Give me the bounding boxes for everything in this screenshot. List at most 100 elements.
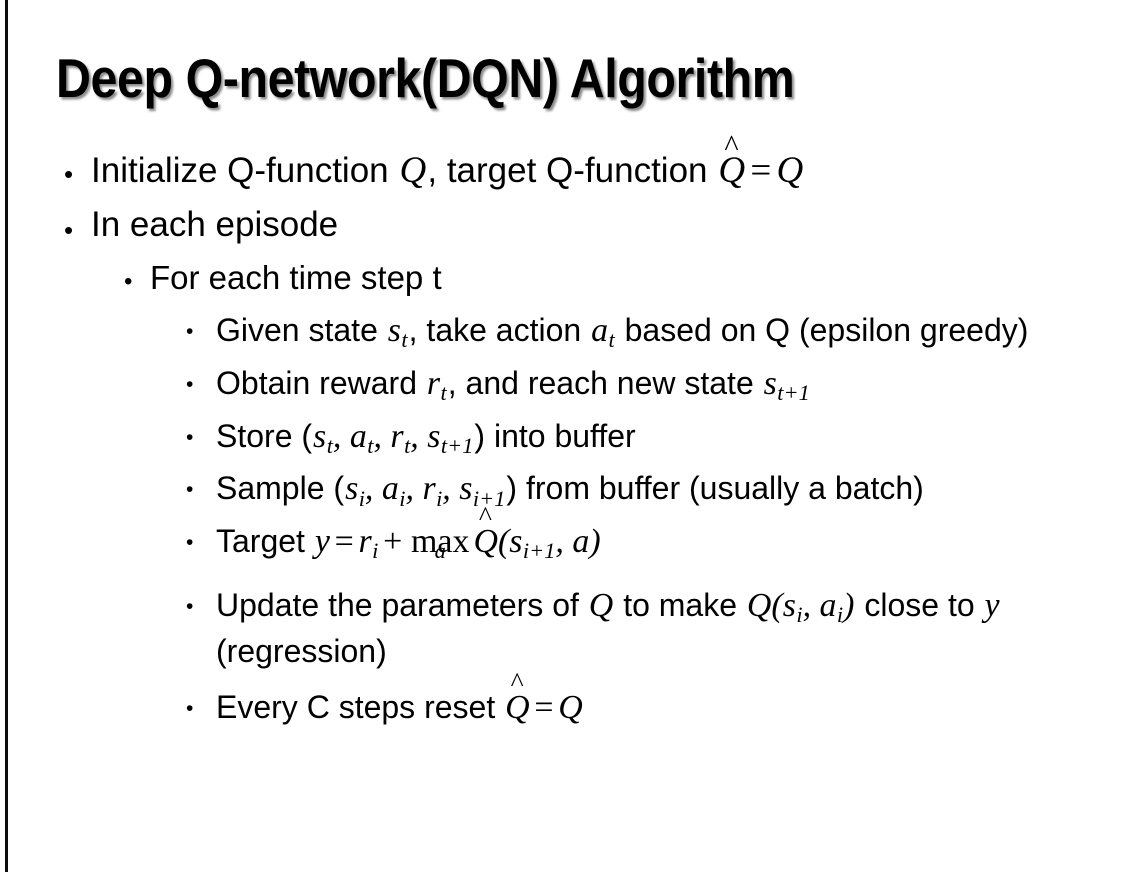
math-equals: =: [334, 523, 354, 560]
text-segment: ) into buffer: [474, 417, 636, 454]
math-var-s: s: [509, 523, 523, 560]
math-sub-t: t: [367, 432, 374, 458]
math-sub-t1: t+1: [777, 380, 810, 406]
text-segment: , take action: [408, 312, 591, 349]
bullet-sample-text: Sample (si, ai, ri, si+1) from buffer (u…: [216, 466, 1096, 514]
bullet-initialize: • Initialize Q-function Q, target Q-func…: [0, 131, 1124, 193]
math-sub-t: t: [608, 327, 615, 353]
text-segment: Update the parameters of: [216, 586, 588, 623]
left-accent-rule: [5, 0, 8, 872]
text-segment: Target: [216, 523, 314, 559]
math-paren-close: ): [589, 523, 601, 560]
bullet-dot-icon: •: [186, 696, 194, 720]
bullet-obtain-reward: • Obtain reward rt, and reach new state …: [0, 361, 1124, 409]
bullet-dot-icon: •: [64, 215, 74, 246]
math-var-qhat: Q: [718, 150, 746, 191]
bullet-dot-icon: •: [124, 267, 133, 295]
math-var-a: a: [381, 470, 399, 508]
bullet-for-each-time-step-text: For each time step t: [150, 258, 442, 296]
slide-body: • Initialize Q-function Q, target Q-func…: [0, 131, 1124, 736]
math-var-a: a: [572, 523, 590, 560]
math-var-a: a: [819, 586, 837, 624]
bullet-update-parameters: • Update the parameters of Q to make Q(s…: [0, 583, 1124, 674]
math-sub-i: i: [358, 485, 365, 511]
math-separator: ,: [442, 470, 460, 508]
bullet-sample: • Sample (si, ai, ri, si+1) from buffer …: [0, 466, 1124, 514]
math-sub-i1: i+1: [522, 538, 556, 564]
math-var-qhat: Q: [473, 523, 498, 560]
math-action-a-t: at: [590, 312, 616, 353]
math-var-qhat: Q: [505, 688, 530, 726]
bullet-given-state-text: Given state st, take action at based on …: [216, 308, 1096, 356]
text-segment: Given state: [216, 312, 387, 349]
math-var-s: s: [387, 312, 401, 350]
math-sub-i: i: [399, 485, 406, 511]
text-segment: , target Q-function: [427, 151, 718, 190]
math-sub-t1: t+1: [440, 432, 474, 458]
text-segment: based on Q (epsilon greedy): [615, 312, 1029, 349]
math-var-y: y: [314, 523, 330, 560]
bullet-dot-icon: •: [186, 372, 194, 396]
math-separator: ,: [410, 417, 428, 455]
text-segment: Sample (: [216, 470, 345, 507]
math-separator: ,: [364, 470, 382, 508]
math-sub-i: i: [436, 485, 443, 511]
bullet-every-c-steps-text: Every C steps reset ^Q=Q: [216, 669, 1096, 731]
text-segment: close to: [855, 586, 984, 623]
math-max-label: max: [411, 523, 470, 560]
math-sub-t: t: [440, 380, 447, 406]
math-var-r: r: [390, 417, 404, 455]
hat-accent-icon: ^: [510, 667, 524, 699]
hat-accent-icon: ^: [724, 128, 739, 163]
slide-title: Deep Q-network(DQN) Algorithm: [56, 47, 795, 109]
bullet-for-each-time-step: • For each time step t: [0, 258, 1124, 298]
bullet-given-state: • Given state st, take action at based o…: [0, 308, 1124, 356]
math-qhat-equals-q: ^Q=Q: [504, 669, 584, 726]
math-var-q2: Q: [776, 150, 804, 191]
bullet-initialize-text: Initialize Q-function Q, target Q-functi…: [91, 131, 1124, 193]
math-sub-i: i: [796, 601, 803, 627]
math-var-s2: s: [459, 470, 473, 508]
math-reward-r-t: rt: [426, 364, 448, 406]
math-separator: ,: [373, 417, 391, 455]
math-q-hat: ^Q=Q: [717, 131, 804, 191]
math-equals: =: [750, 150, 772, 191]
text-segment: ) from buffer (usually a batch): [506, 470, 924, 507]
math-var-y: y: [984, 586, 1000, 624]
bullet-obtain-reward-text: Obtain reward rt, and reach new state st…: [216, 361, 1096, 409]
math-sub-i: i: [836, 601, 844, 627]
math-var-r: r: [426, 364, 441, 402]
math-tuple-store: st, at, rt, st+1: [312, 417, 474, 458]
math-var-q: Q: [588, 586, 614, 624]
math-sub-t: t: [326, 432, 333, 458]
math-paren-close: ): [843, 586, 855, 624]
bullet-in-each-episode-text: In each episode: [91, 205, 339, 245]
math-state-s-t: st: [387, 312, 409, 353]
math-sub-t: t: [401, 327, 408, 353]
math-var-s2: s: [427, 417, 441, 455]
math-sub-i: i: [372, 538, 379, 564]
math-var-q: Q: [558, 688, 583, 726]
text-segment: Initialize Q-function: [91, 151, 399, 190]
bullet-update-parameters-text: Update the parameters of Q to make Q(si,…: [216, 583, 1096, 674]
math-tuple-sample: si, ai, ri, si+1: [344, 470, 506, 510]
text-segment: Store (: [216, 417, 313, 454]
text-segment: to make: [614, 586, 746, 623]
bullet-store-text: Store (st, at, rt, st+1) into buffer: [216, 414, 1096, 462]
math-separator: ,: [405, 470, 423, 508]
hat-accent-icon: ^: [478, 501, 492, 533]
math-var-s: s: [345, 470, 359, 508]
bullet-dot-icon: •: [186, 425, 194, 449]
math-separator: ,: [555, 523, 573, 560]
math-var-s: s: [763, 364, 777, 402]
math-sub-i1: i+1: [472, 485, 506, 511]
math-equals: =: [534, 688, 554, 726]
math-var-q: Q: [399, 150, 427, 191]
math-paren-open: (: [771, 586, 783, 624]
math-var-s: s: [782, 586, 796, 624]
math-var-r: r: [358, 523, 372, 560]
